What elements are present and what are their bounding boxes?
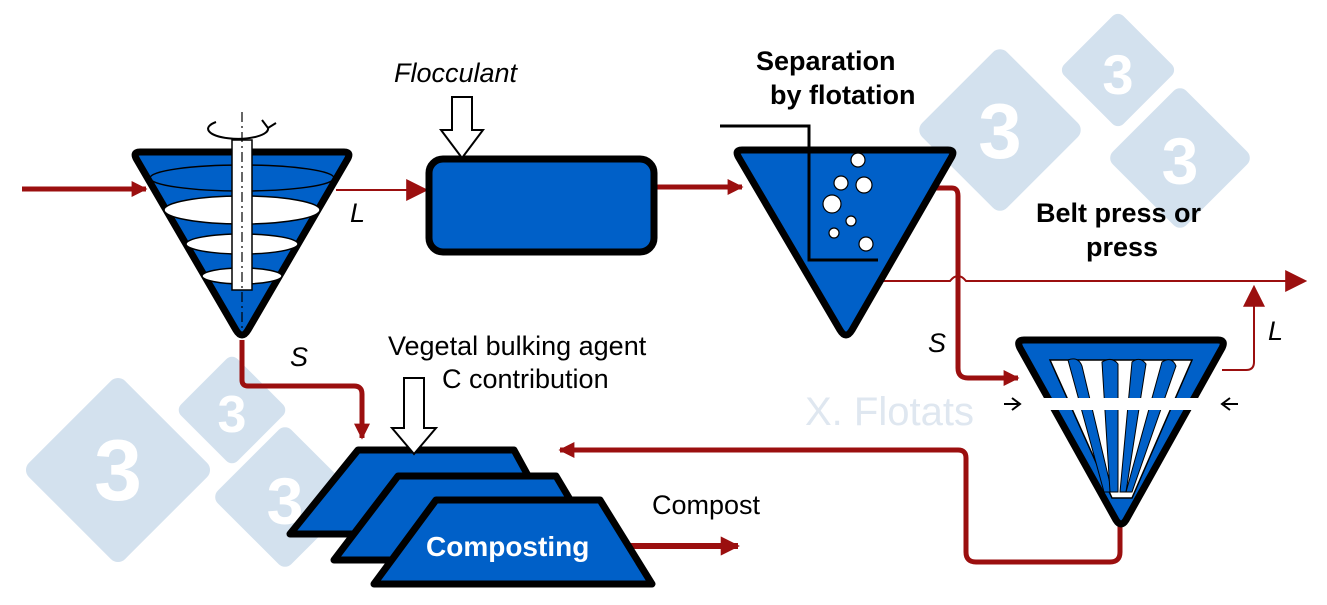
press-liquid-outlet [1222,284,1265,371]
flotation-solid-to-press [930,185,1020,387]
press-solid-to-composting [558,441,1123,565]
air-bubble [850,152,866,168]
watermark-logo-left: 3 3 3 [25,356,355,567]
air-bubble [822,194,842,214]
bulking-agent-label-line1: Vegetal bulking agent [388,331,647,361]
belt-press-label-line2: press [1086,232,1158,262]
solid-label-2: S [928,328,946,358]
separation-label-line2: by flotation [770,80,915,110]
liquid-label-1: L [350,198,365,228]
flocculation-tank [425,155,658,256]
watermark-logo-right: 3 3 3 [919,13,1250,228]
watermark-text: X. Flotats [805,390,974,434]
bulking-agent-input-arrow [389,377,439,456]
bulking-agent-label-line2: C contribution [442,364,609,394]
flocculant-label: Flocculant [394,58,519,88]
separation-label-line1: Separation [756,46,896,76]
press-arrow-left [1004,397,1022,411]
screw-separator [131,112,353,339]
logo-digit: 3 [94,423,142,519]
air-bubble [845,215,857,227]
press-arrow-right [1220,397,1238,411]
composting-label: Composting [426,531,589,562]
liquid-label-2: L [1268,316,1283,346]
belt-press-label-line1: Belt press or [1036,198,1202,228]
logo-digit: 3 [1102,43,1133,106]
air-bubble [833,175,849,191]
solid-flow-arrow [239,340,371,440]
logo-digit: 3 [218,386,247,444]
compost-label: Compost [652,490,761,520]
solid-label-1: S [290,342,308,372]
flotation-unit [720,124,957,339]
composting-piles [286,446,656,588]
flotation-liquid-outlet [878,270,1308,292]
logo-digit: 3 [978,87,1021,175]
belt-press [1004,336,1238,528]
air-bubble [855,176,873,194]
air-bubble [828,227,840,239]
air-bubble [858,236,874,252]
logo-digit: 3 [1162,124,1199,198]
flocculant-input-arrow [439,96,485,160]
